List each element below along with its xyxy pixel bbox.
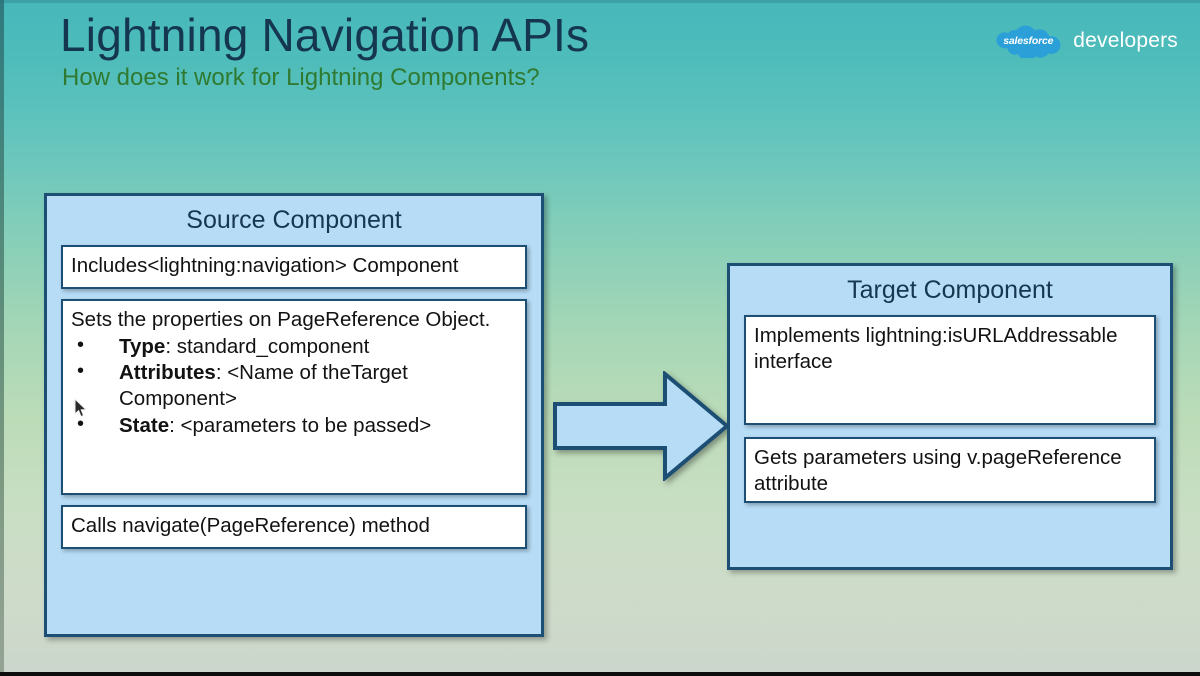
prop-value-type: : standard_component — [165, 334, 370, 358]
list-item-attributes: Attributes: <Name of theTarget Component… — [71, 359, 517, 412]
logo-developers-word: developers — [1073, 29, 1178, 52]
slide-top-edge — [0, 0, 1200, 3]
prop-label-type: Type — [119, 334, 166, 358]
slide-left-edge — [0, 0, 4, 676]
cloud-icon: salesforce — [992, 24, 1064, 58]
prop-value-attributes: : <Name of theTarget Component> — [119, 361, 408, 411]
source-box-properties: Sets the properties on PageReference Obj… — [61, 298, 527, 495]
target-box-gets-parameters: Gets parameters using v.pageReference at… — [744, 437, 1156, 503]
source-properties-list: Type: standard_component Attributes: <Na… — [71, 333, 517, 439]
target-gets-parameters-text: Gets parameters using v.pageReference at… — [754, 446, 1122, 495]
source-includes-text: Includes<lightning:navigation> Component — [71, 254, 459, 277]
slide-bottom-edge — [0, 672, 1200, 676]
slide-subtitle: How does it work for Lightning Component… — [62, 64, 540, 91]
list-item-type: Type: standard_component — [71, 333, 517, 360]
logo-cloud-word: salesforce — [1003, 35, 1054, 47]
salesforce-developers-logo: salesforce developers — [992, 24, 1178, 58]
target-component-panel: Target Component Implements lightning:is… — [727, 263, 1173, 570]
source-calls-text: Calls navigate(PageReference) method — [71, 513, 430, 537]
source-properties-intro: Sets the properties on PageReference Obj… — [71, 307, 491, 331]
prop-label-state: State — [119, 414, 170, 438]
prop-value-state: : <parameters to be passed> — [169, 414, 432, 438]
target-implements-text: Implements lightning:isURLAddressable in… — [754, 324, 1118, 373]
slide-title: Lightning Navigation APIs — [60, 9, 590, 61]
prop-label-attributes: Attributes — [119, 361, 216, 385]
list-item-state: State: <parameters to be passed> — [71, 412, 517, 439]
target-component-title: Target Component — [847, 276, 1053, 304]
source-box-includes: Includes<lightning:navigation> Component — [61, 245, 527, 289]
source-box-calls: Calls navigate(PageReference) method — [61, 504, 527, 549]
source-component-panel: Source Component Includes<lightning:navi… — [44, 193, 544, 637]
source-component-title: Source Component — [186, 206, 402, 234]
target-box-implements: Implements lightning:isURLAddressable in… — [744, 315, 1156, 425]
flow-arrow-right-icon — [553, 369, 731, 483]
